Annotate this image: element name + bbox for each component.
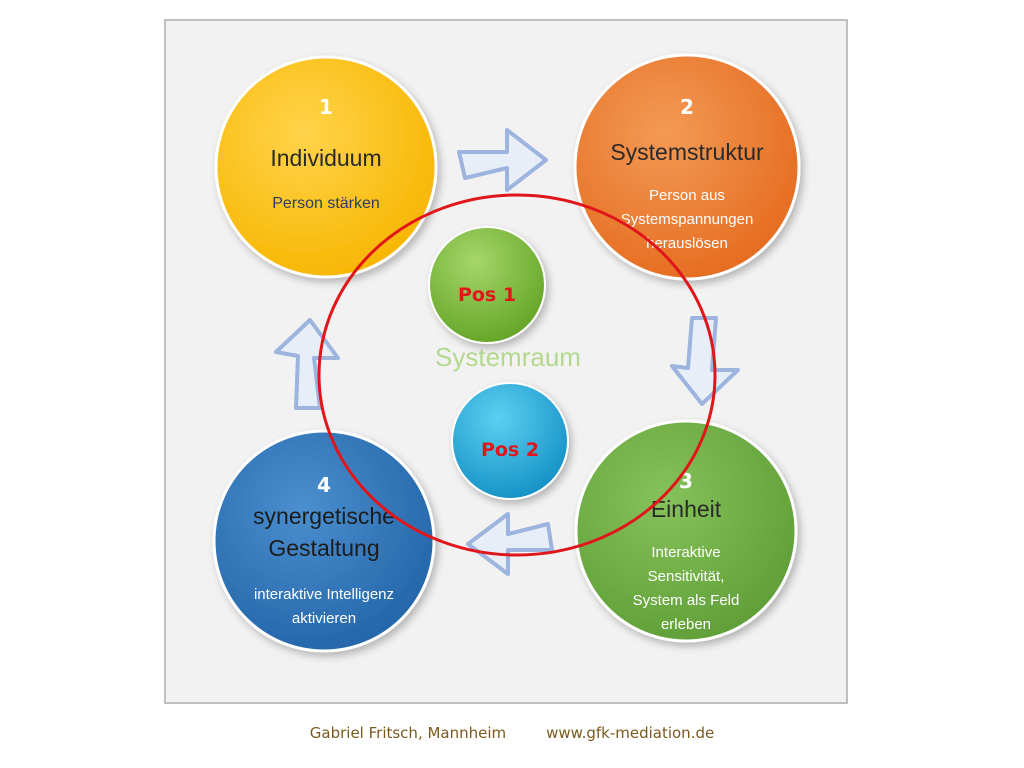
footer-author: Gabriel Fritsch, Mannheim [309,724,507,742]
circle-title-line-2: Gestaltung [268,535,379,561]
circle-number-1: 1 [319,95,333,119]
circle-subtitle-line-2: aktivieren [292,610,356,627]
circle-number-2: 2 [680,95,694,119]
circle-subtitle-line-3: herauslösen [646,235,728,252]
circle-individuum: 1 Individuum Person stärken [214,55,438,279]
pos2-bubble: Pos 2 [451,382,569,500]
arrow-down-icon [670,316,740,406]
circle-subtitle-individuum: Person stärken [272,195,380,212]
circle-subtitle-line-1: Person aus [649,187,725,204]
circle-number-3: 3 [679,469,693,493]
pos2-label: Pos 2 [481,439,539,461]
arrow-right-icon [457,128,548,192]
circle-systemstruktur: 2 Systemstruktur Person aus Systemspannu… [573,53,801,281]
circle-subtitle-line-4: erleben [661,616,711,633]
circle-subtitle-line-1: interaktive Intelligenz [254,586,394,603]
systemraum-ring [317,193,717,557]
circle-subtitle-line-2: Sensitivität, [648,568,725,585]
circle-subtitle-line-2: Systemspannungen [621,211,754,228]
pos1-label: Pos 1 [458,284,516,306]
footer: Gabriel Fritsch, Mannheim www.gfk-mediati… [0,724,1024,742]
circle-title-einheit: Einheit [651,496,722,522]
circle-title-individuum: Individuum [270,145,381,171]
circle-einheit: 3 Einheit Interaktive Sensitivität, Syst… [574,419,798,643]
circle-title-line-1: synergetische [253,503,395,529]
circle-title-systemstruktur: Systemstruktur [610,139,764,165]
circle-subtitle-line-3: System als Feld [633,592,740,609]
footer-website-link[interactable]: www.gfk-mediation.de [546,724,715,742]
systemraum-label: Systemraum [435,342,581,372]
circle-subtitle-line-1: Interaktive [651,544,720,561]
circle-number-4: 4 [317,473,331,497]
circle-synergetische-gestaltung: 4 synergetische Gestaltung interaktive I… [212,429,436,653]
pos1-bubble: Pos 1 [428,226,546,344]
